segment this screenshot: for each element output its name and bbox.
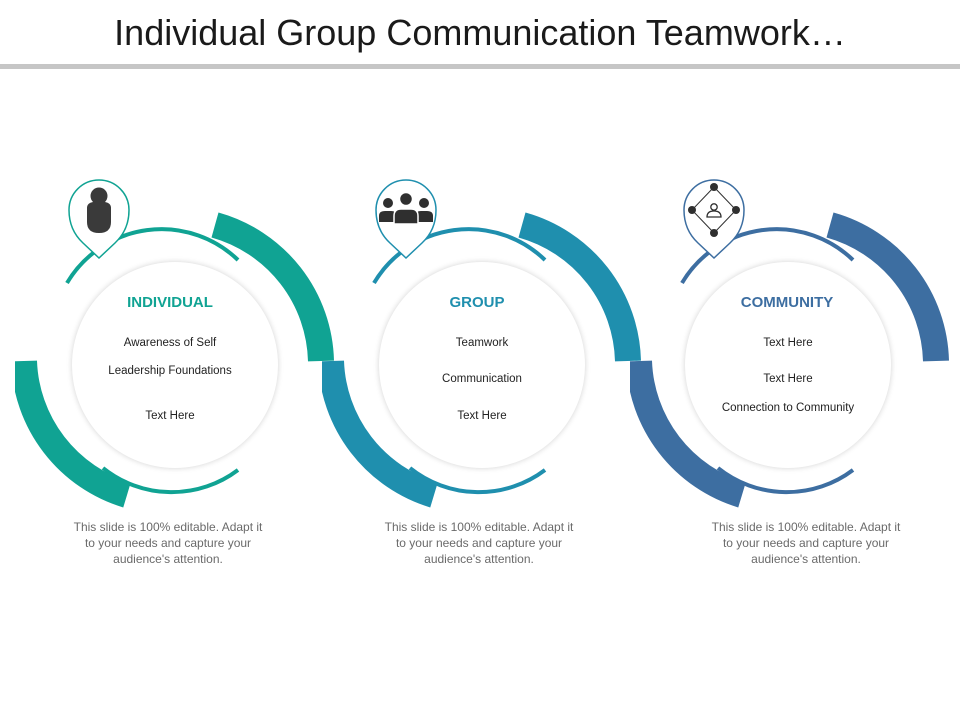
icon-pin: [683, 179, 745, 260]
panel-description: This slide is 100% editable. Adapt it to…: [711, 520, 901, 566]
center-circle: [379, 262, 585, 468]
panel-item: Text Here: [145, 410, 195, 422]
panel-item: Teamwork: [455, 337, 509, 349]
ring-graphic: [322, 179, 641, 508]
ring-thick-arc: [630, 360, 747, 508]
ring-graphic: [630, 179, 949, 508]
ring-graphic: [15, 179, 334, 508]
center-circle: [72, 262, 278, 468]
panel-heading: INDIVIDUAL: [127, 294, 213, 311]
ring-thick-arc: [211, 212, 334, 362]
panel-item: Connection to Community: [721, 402, 855, 414]
ring-thick-arc: [826, 212, 949, 362]
panel-individual: INDIVIDUAL Awareness of Self Leadership …: [15, 150, 335, 590]
panel-item: Text Here: [457, 410, 507, 422]
panel-description: This slide is 100% editable. Adapt it to…: [384, 520, 574, 566]
panel-item: Text Here: [763, 337, 813, 349]
slide-title: Individual Group Communication Teamwork…: [114, 12, 846, 53]
ring-thin-arc: [680, 227, 855, 285]
group-icon: [379, 191, 433, 225]
ring-thick-arc: [518, 212, 641, 362]
panel-group: GROUP Teamwork Communication Text Here T…: [322, 150, 642, 590]
community-network-icon: [688, 183, 740, 237]
panel-community: COMMUNITY Text Here Text Here Connection…: [630, 150, 950, 590]
center-circle: [685, 262, 891, 468]
panel-heading: COMMUNITY: [740, 294, 834, 311]
panel-item: Leadership Foundations: [108, 365, 232, 377]
panel-item: Text Here: [763, 373, 813, 385]
ring-thin-arc: [372, 227, 547, 285]
title-divider: [0, 64, 960, 69]
panel-heading: GROUP: [449, 294, 505, 311]
panel-item: Awareness of Self: [123, 337, 217, 349]
person-icon: [87, 187, 111, 233]
ring-thin-arc: [65, 227, 240, 285]
ring-thick-arc: [322, 360, 439, 508]
ring-thick-arc: [15, 360, 132, 508]
panel-item: Communication: [442, 373, 522, 385]
panel-description: This slide is 100% editable. Adapt it to…: [73, 520, 263, 566]
